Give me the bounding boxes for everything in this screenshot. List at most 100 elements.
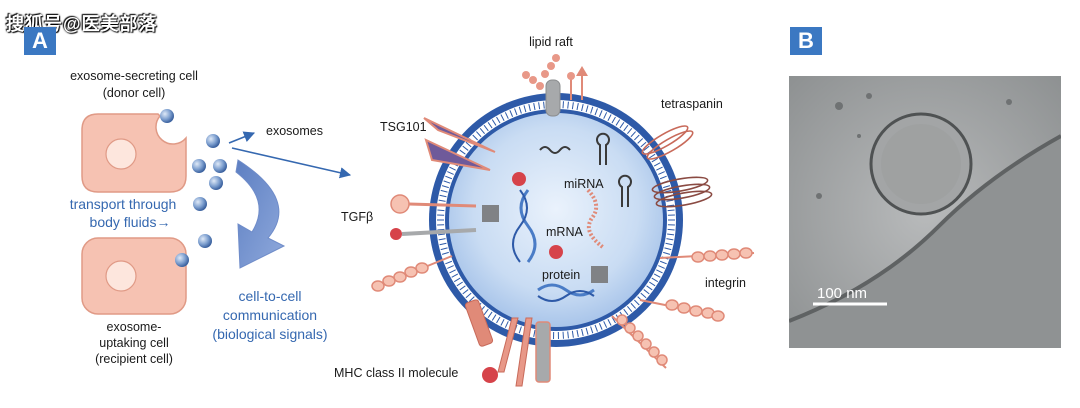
bilayer-tick xyxy=(465,292,472,299)
lipid-bilayer xyxy=(437,101,675,339)
bilayer-tick xyxy=(504,112,509,119)
bilayer-tick xyxy=(528,104,531,112)
bilayer-tick xyxy=(656,269,663,274)
bilayer-tick xyxy=(667,228,675,231)
bilayer-tick xyxy=(437,209,445,212)
bilayer-tick xyxy=(491,119,497,126)
tgf-beta xyxy=(390,194,477,240)
mhc-class-ii xyxy=(464,299,551,387)
bilayer-tick xyxy=(659,260,667,265)
bilayer-tick xyxy=(462,289,469,295)
bilayer-tick xyxy=(640,292,647,299)
bilayer-tick xyxy=(533,329,536,337)
mrna-helix-blue-b xyxy=(512,189,528,263)
exosomes-arrow xyxy=(228,131,256,144)
mrna-label: mRNA xyxy=(546,225,583,239)
bilayer-tick xyxy=(663,251,671,255)
bilayer-tick xyxy=(656,166,663,171)
bilayer-tick xyxy=(665,242,673,246)
bilayer-tick xyxy=(439,194,447,198)
bilayer-tick xyxy=(479,127,485,135)
bilayer-tick xyxy=(447,265,454,269)
bilayer-tick xyxy=(649,153,656,159)
cargo-dot-1 xyxy=(512,172,526,186)
bilayer-tick xyxy=(611,316,616,324)
tgf-beta-label: TGFβ xyxy=(341,210,373,224)
bilayer-tick xyxy=(663,185,671,189)
transport-label-1: transport through xyxy=(70,196,177,212)
bilayer-tick xyxy=(449,269,456,274)
bilayer-tick xyxy=(443,180,451,184)
mirna-hairpin-2 xyxy=(618,174,632,207)
bilayer-tick xyxy=(533,103,536,111)
panel-a-badge: A xyxy=(24,27,56,55)
bilayer-tick xyxy=(453,277,461,283)
bilayer-tick xyxy=(627,305,633,313)
bilayer-tick xyxy=(441,185,449,189)
bilayer-tick xyxy=(640,141,647,148)
protein-square-2 xyxy=(591,266,608,283)
bilayer-tick xyxy=(594,108,598,116)
bilayer-tick xyxy=(438,199,446,202)
bilayer-tick xyxy=(437,233,445,236)
recipient-label-2: uptaking cell xyxy=(99,336,169,350)
bilayer-tick xyxy=(653,273,661,278)
protein-square-1 xyxy=(482,205,499,222)
bilayer-tick xyxy=(666,238,674,241)
communication-label-2: communication xyxy=(223,307,317,323)
communication-label-3: (biological signals) xyxy=(212,326,327,342)
bilayer-tick xyxy=(571,330,574,338)
bilayer-tick xyxy=(543,101,545,109)
bilayer-tick xyxy=(483,308,489,316)
bilayer-tick xyxy=(585,327,589,335)
bilayer-tick xyxy=(440,247,448,251)
transport-label-2: body fluids→ xyxy=(90,214,171,230)
bilayer-tick xyxy=(496,116,501,124)
bilayer-tick xyxy=(465,141,472,148)
bilayer-tick xyxy=(634,299,640,306)
mhc-label: MHC class II molecule xyxy=(334,366,458,380)
bilayer-tick xyxy=(459,149,466,155)
bilayer-tick xyxy=(598,110,603,117)
bilayer-tick xyxy=(658,171,665,175)
bilayer-tick xyxy=(664,247,672,251)
protein-label: protein xyxy=(542,268,580,282)
exosomes-label: exosomes xyxy=(266,124,323,138)
bilayer-tick xyxy=(441,251,449,255)
bilayer-tick xyxy=(445,175,453,180)
bilayer-tick xyxy=(468,296,475,302)
bilayer-tick xyxy=(518,326,522,334)
bilayer-tick xyxy=(627,127,633,135)
donor-subtitle: (donor cell) xyxy=(103,86,166,100)
bilayer-tick xyxy=(615,119,621,126)
bilayer-tick xyxy=(538,102,541,110)
mirna-label: miRNA xyxy=(564,177,604,191)
bilayer-tick xyxy=(523,105,527,113)
bilayer-tick xyxy=(590,106,594,114)
bilayer-tick xyxy=(462,145,469,151)
mirna-hairpin-1 xyxy=(596,132,610,165)
bilayer-tick xyxy=(500,319,505,326)
bilayer-tick xyxy=(567,331,569,339)
bilayer-tick xyxy=(509,110,514,117)
mirna-strand xyxy=(539,146,571,154)
vesicle-cargo xyxy=(482,132,632,302)
bilayer-tick xyxy=(623,308,629,316)
bilayer-tick xyxy=(667,209,675,212)
communication-label-1: cell-to-cell xyxy=(238,288,301,304)
tetraspanin-label: tetraspanin xyxy=(661,97,723,111)
integrin-label: integrin xyxy=(705,276,746,290)
mrna-helix-blue-a xyxy=(519,189,537,263)
bilayer-tick xyxy=(607,319,612,326)
bilayer-tick xyxy=(667,233,675,236)
integrin xyxy=(611,247,755,369)
bilayer-tick xyxy=(576,103,579,111)
bilayer-tick xyxy=(637,138,644,144)
bilayer-tick xyxy=(623,124,629,132)
donor-nucleus xyxy=(105,138,137,170)
bilayer-tick xyxy=(439,242,447,246)
scale-bar-label: 100 nm xyxy=(817,285,867,302)
bilayer-tick xyxy=(459,285,466,291)
bilayer-tick xyxy=(447,171,454,175)
bilayer-tick xyxy=(476,131,482,138)
